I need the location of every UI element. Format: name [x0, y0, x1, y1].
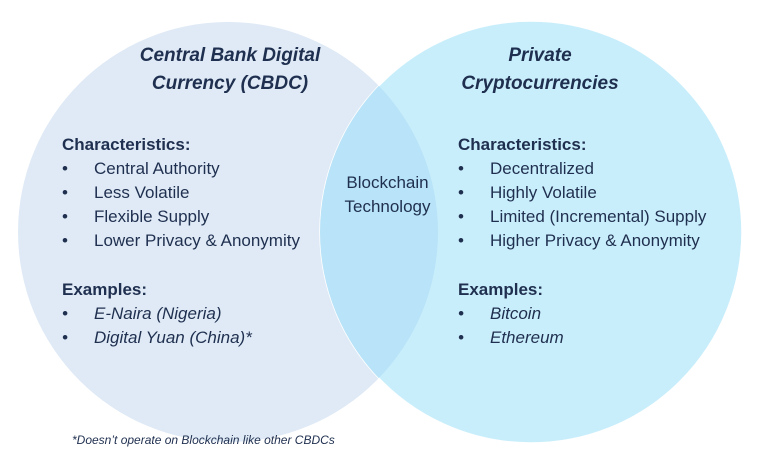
list-item: Flexible Supply [62, 205, 300, 229]
crypto-examples-list: Bitcoin Ethereum [458, 302, 706, 350]
footnote: *Doesn’t operate on Blockchain like othe… [72, 433, 335, 447]
crypto-content: Characteristics: Decentralized Highly Vo… [458, 133, 706, 350]
list-item: E-Naira (Nigeria) [62, 302, 300, 326]
list-item: Higher Privacy & Anonymity [458, 229, 706, 253]
crypto-examples-heading: Examples: [458, 280, 544, 299]
cbdc-title-line1: Central Bank Digital [139, 45, 321, 66]
cbdc-characteristics-heading: Characteristics: [62, 135, 191, 154]
overlap-line1: Blockchain [346, 173, 429, 192]
list-item: Lower Privacy & Anonymity [62, 229, 300, 253]
overlap-label: Blockchain Technology [330, 171, 445, 219]
overlap-line2: Technology [344, 197, 431, 216]
cbdc-examples-list: E-Naira (Nigeria) Digital Yuan (China)* [62, 302, 300, 350]
cbdc-examples-heading: Examples: [62, 280, 148, 299]
cbdc-title: Central Bank Digital Currency (CBDC) [110, 42, 350, 98]
list-item: Decentralized [458, 157, 706, 181]
crypto-title-line1: Private [508, 45, 572, 66]
list-item: Limited (Incremental) Supply [458, 205, 706, 229]
list-item: Highly Volatile [458, 181, 706, 205]
list-item: Central Authority [62, 157, 300, 181]
cbdc-characteristics-list: Central Authority Less Volatile Flexible… [62, 157, 300, 253]
list-item: Ethereum [458, 326, 706, 350]
crypto-characteristics-list: Decentralized Highly Volatile Limited (I… [458, 157, 706, 253]
list-item: Bitcoin [458, 302, 706, 326]
crypto-title: Private Cryptocurrencies [420, 42, 660, 98]
list-item: Less Volatile [62, 181, 300, 205]
crypto-title-line2: Cryptocurrencies [461, 73, 619, 94]
crypto-characteristics-heading: Characteristics: [458, 135, 587, 154]
list-item: Digital Yuan (China)* [62, 326, 300, 350]
cbdc-title-line2: Currency (CBDC) [151, 73, 309, 94]
cbdc-content: Characteristics: Central Authority Less … [62, 133, 300, 350]
